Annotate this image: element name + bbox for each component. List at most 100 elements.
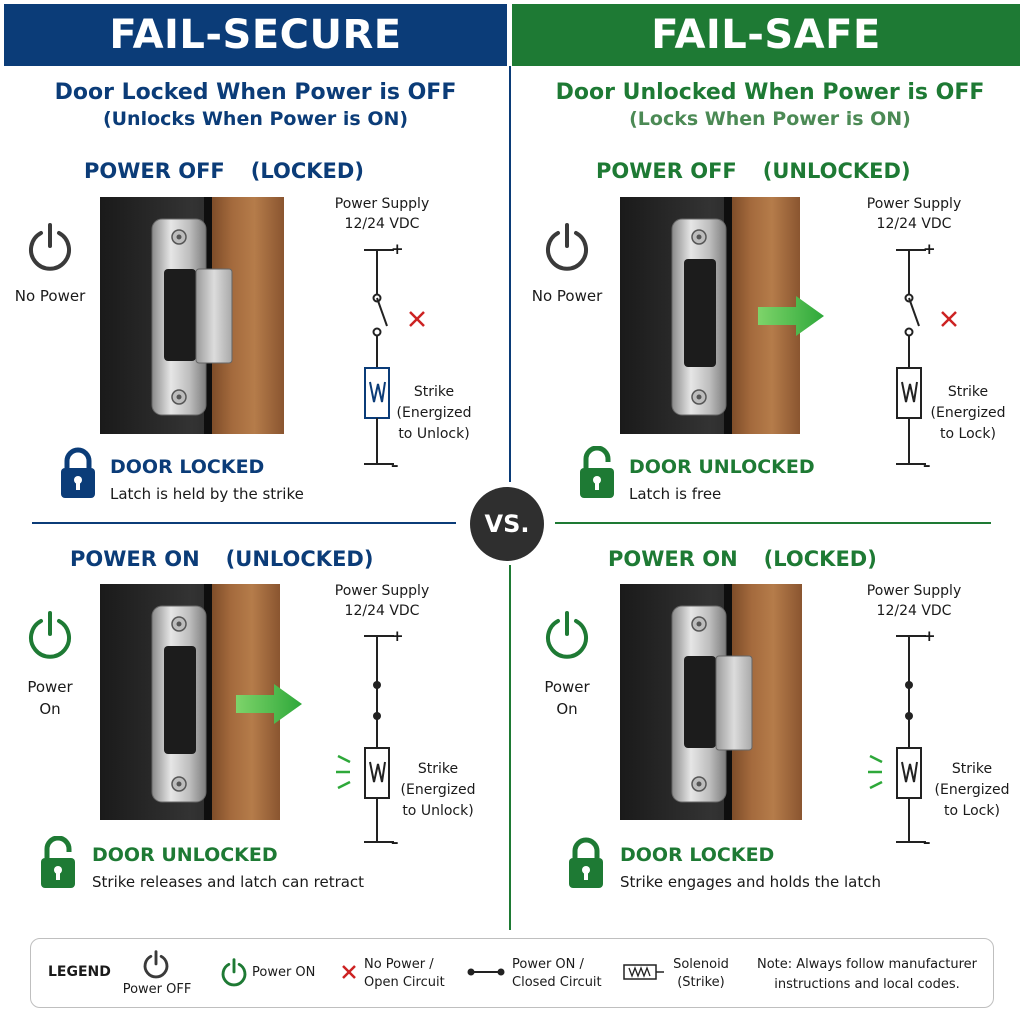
no-power-label: No Power — [14, 287, 86, 305]
power-off-icon — [29, 223, 71, 271]
right-horizontal-divider — [555, 522, 991, 524]
center-divider-top — [509, 66, 511, 482]
minus-terminal: – — [923, 456, 931, 474]
legend-solenoid-label: Solenoid (Strike) — [670, 956, 732, 992]
legend-power-on-label: Power ON — [252, 965, 316, 980]
open-circuit-x-icon — [342, 965, 356, 979]
power-supply-line1: Power Supply — [334, 583, 430, 599]
left-on-state-title: POWER ON (UNLOCKED) — [70, 547, 373, 571]
power-supply-line1: Power Supply — [866, 196, 962, 212]
minus-terminal: – — [391, 833, 399, 851]
state-paren: (UNLOCKED) — [762, 159, 911, 183]
legend-power-off-label: Power OFF — [122, 982, 192, 997]
strike-line3: to Unlock) — [398, 426, 470, 442]
left-horizontal-divider — [32, 522, 456, 524]
strike-line2: (Energized — [396, 405, 472, 421]
right-subtitle: Door Unlocked When Power is OFF — [555, 80, 985, 105]
plus-terminal: + — [391, 240, 404, 258]
plus-terminal: + — [923, 240, 936, 258]
padlock-open-icon — [580, 446, 614, 498]
release-arrow-icon — [758, 296, 824, 336]
power-supply-line1: Power Supply — [334, 196, 430, 212]
legend-note: Note: Always follow manufacturer instruc… — [756, 955, 978, 995]
door-unlocked-status: DOOR UNLOCKED — [629, 456, 815, 478]
strike-line3: to Lock) — [944, 803, 1000, 819]
legend-note-line1: Note: Always follow manufacturer — [757, 957, 977, 972]
no-power-label: No Power — [531, 287, 603, 305]
strike-line1: Strike — [417, 761, 459, 777]
strike-photo-unlocked — [100, 584, 280, 820]
strike-line2: (Energized — [400, 782, 476, 798]
strike-line1: Strike — [413, 384, 455, 400]
legend-box — [30, 938, 994, 1008]
door-locked-description: Strike engages and holds the latch — [620, 873, 881, 891]
power-on-label-line2: On — [556, 700, 578, 718]
legend-closed-circuit-label: Power ON / Closed Circuit — [512, 956, 602, 992]
door-unlocked-description: Strike releases and latch can retract — [92, 873, 365, 891]
power-supply-line2: 12/24 VDC — [344, 603, 420, 619]
left-off-state-title: POWER OFF(LOCKED) — [84, 159, 364, 183]
plus-terminal: + — [923, 627, 936, 645]
power-on-label-line1: Power — [544, 678, 590, 696]
strike-photo-locked — [620, 584, 802, 820]
left-subtitle: Door Locked When Power is OFF — [54, 80, 457, 105]
legend-no-power-line1: No Power / — [364, 957, 434, 972]
right-subtitle-secondary: (Locks When Power is ON) — [629, 108, 911, 130]
strike-line3: to Lock) — [940, 426, 996, 442]
power-supply-line1: Power Supply — [866, 583, 962, 599]
power-supply-line2: 12/24 VDC — [876, 216, 952, 232]
power-supply-label: Power Supply 12/24 VDC — [862, 581, 966, 621]
strike-label: Strike (Energized to Lock) — [930, 382, 1006, 445]
legend-no-power-line2: Open Circuit — [364, 975, 445, 990]
power-on-label-line1: Power — [27, 678, 73, 696]
state-paren: (LOCKED) — [763, 547, 877, 571]
power-supply-line2: 12/24 VDC — [876, 603, 952, 619]
release-arrow-icon — [236, 684, 302, 724]
door-locked-status: DOOR LOCKED — [620, 844, 775, 866]
power-supply-label: Power Supply 12/24 VDC — [330, 194, 434, 234]
strike-line3: to Unlock) — [402, 803, 474, 819]
legend-solenoid-line2: (Strike) — [677, 975, 725, 990]
right-off-state-title: POWER OFF (UNLOCKED) — [596, 159, 911, 183]
padlock-open-icon — [41, 836, 75, 888]
legend-title: LEGEND — [48, 964, 111, 980]
strike-label: Strike (Energized to Unlock) — [400, 759, 476, 822]
power-on-icon — [29, 611, 71, 659]
power-on-label: Power On — [10, 676, 90, 720]
state-paren: (UNLOCKED) — [225, 547, 374, 571]
open-circuit-diagram — [896, 249, 957, 465]
strike-line2: (Energized — [930, 405, 1006, 421]
power-supply-line2: 12/24 VDC — [344, 216, 420, 232]
power-supply-label: Power Supply 12/24 VDC — [330, 581, 434, 621]
state-label: POWER ON — [70, 547, 200, 571]
door-locked-status: DOOR LOCKED — [110, 456, 265, 478]
door-unlocked-status: DOOR UNLOCKED — [92, 844, 278, 866]
strike-label: Strike (Energized to Lock) — [934, 759, 1010, 822]
legend-note-line2: instructions and local codes. — [774, 977, 960, 992]
strike-line2: (Energized — [934, 782, 1010, 798]
left-subtitle-secondary: (Unlocks When Power is ON) — [102, 108, 409, 130]
closed-circuit-icon — [467, 968, 505, 976]
power-on-label-line2: On — [39, 700, 61, 718]
open-circuit-diagram — [364, 249, 425, 465]
closed-circuit-diagram — [336, 635, 394, 843]
door-unlocked-description: Latch is free — [629, 485, 722, 503]
minus-terminal: – — [391, 456, 399, 474]
fail-safe-banner: FAIL-SAFE — [512, 4, 1020, 66]
power-on-label: Power On — [527, 676, 607, 720]
power-off-icon — [143, 950, 169, 979]
state-label: POWER OFF — [596, 159, 737, 183]
legend-closed-circuit-line2: Closed Circuit — [512, 975, 602, 990]
strike-line1: Strike — [951, 761, 993, 777]
legend-no-power-label: No Power / Open Circuit — [364, 956, 445, 992]
center-divider-bottom — [509, 565, 511, 930]
closed-circuit-diagram — [868, 635, 926, 843]
right-on-state-title: POWER ON(LOCKED) — [608, 547, 877, 571]
state-label: POWER OFF — [84, 159, 225, 183]
strike-label: Strike (Energized to Unlock) — [396, 382, 472, 445]
fail-secure-banner: FAIL-SECURE — [4, 4, 507, 66]
power-on-icon — [221, 958, 247, 987]
legend-solenoid-line1: Solenoid — [673, 957, 729, 972]
padlock-closed-icon — [61, 447, 95, 498]
plus-terminal: + — [391, 627, 404, 645]
